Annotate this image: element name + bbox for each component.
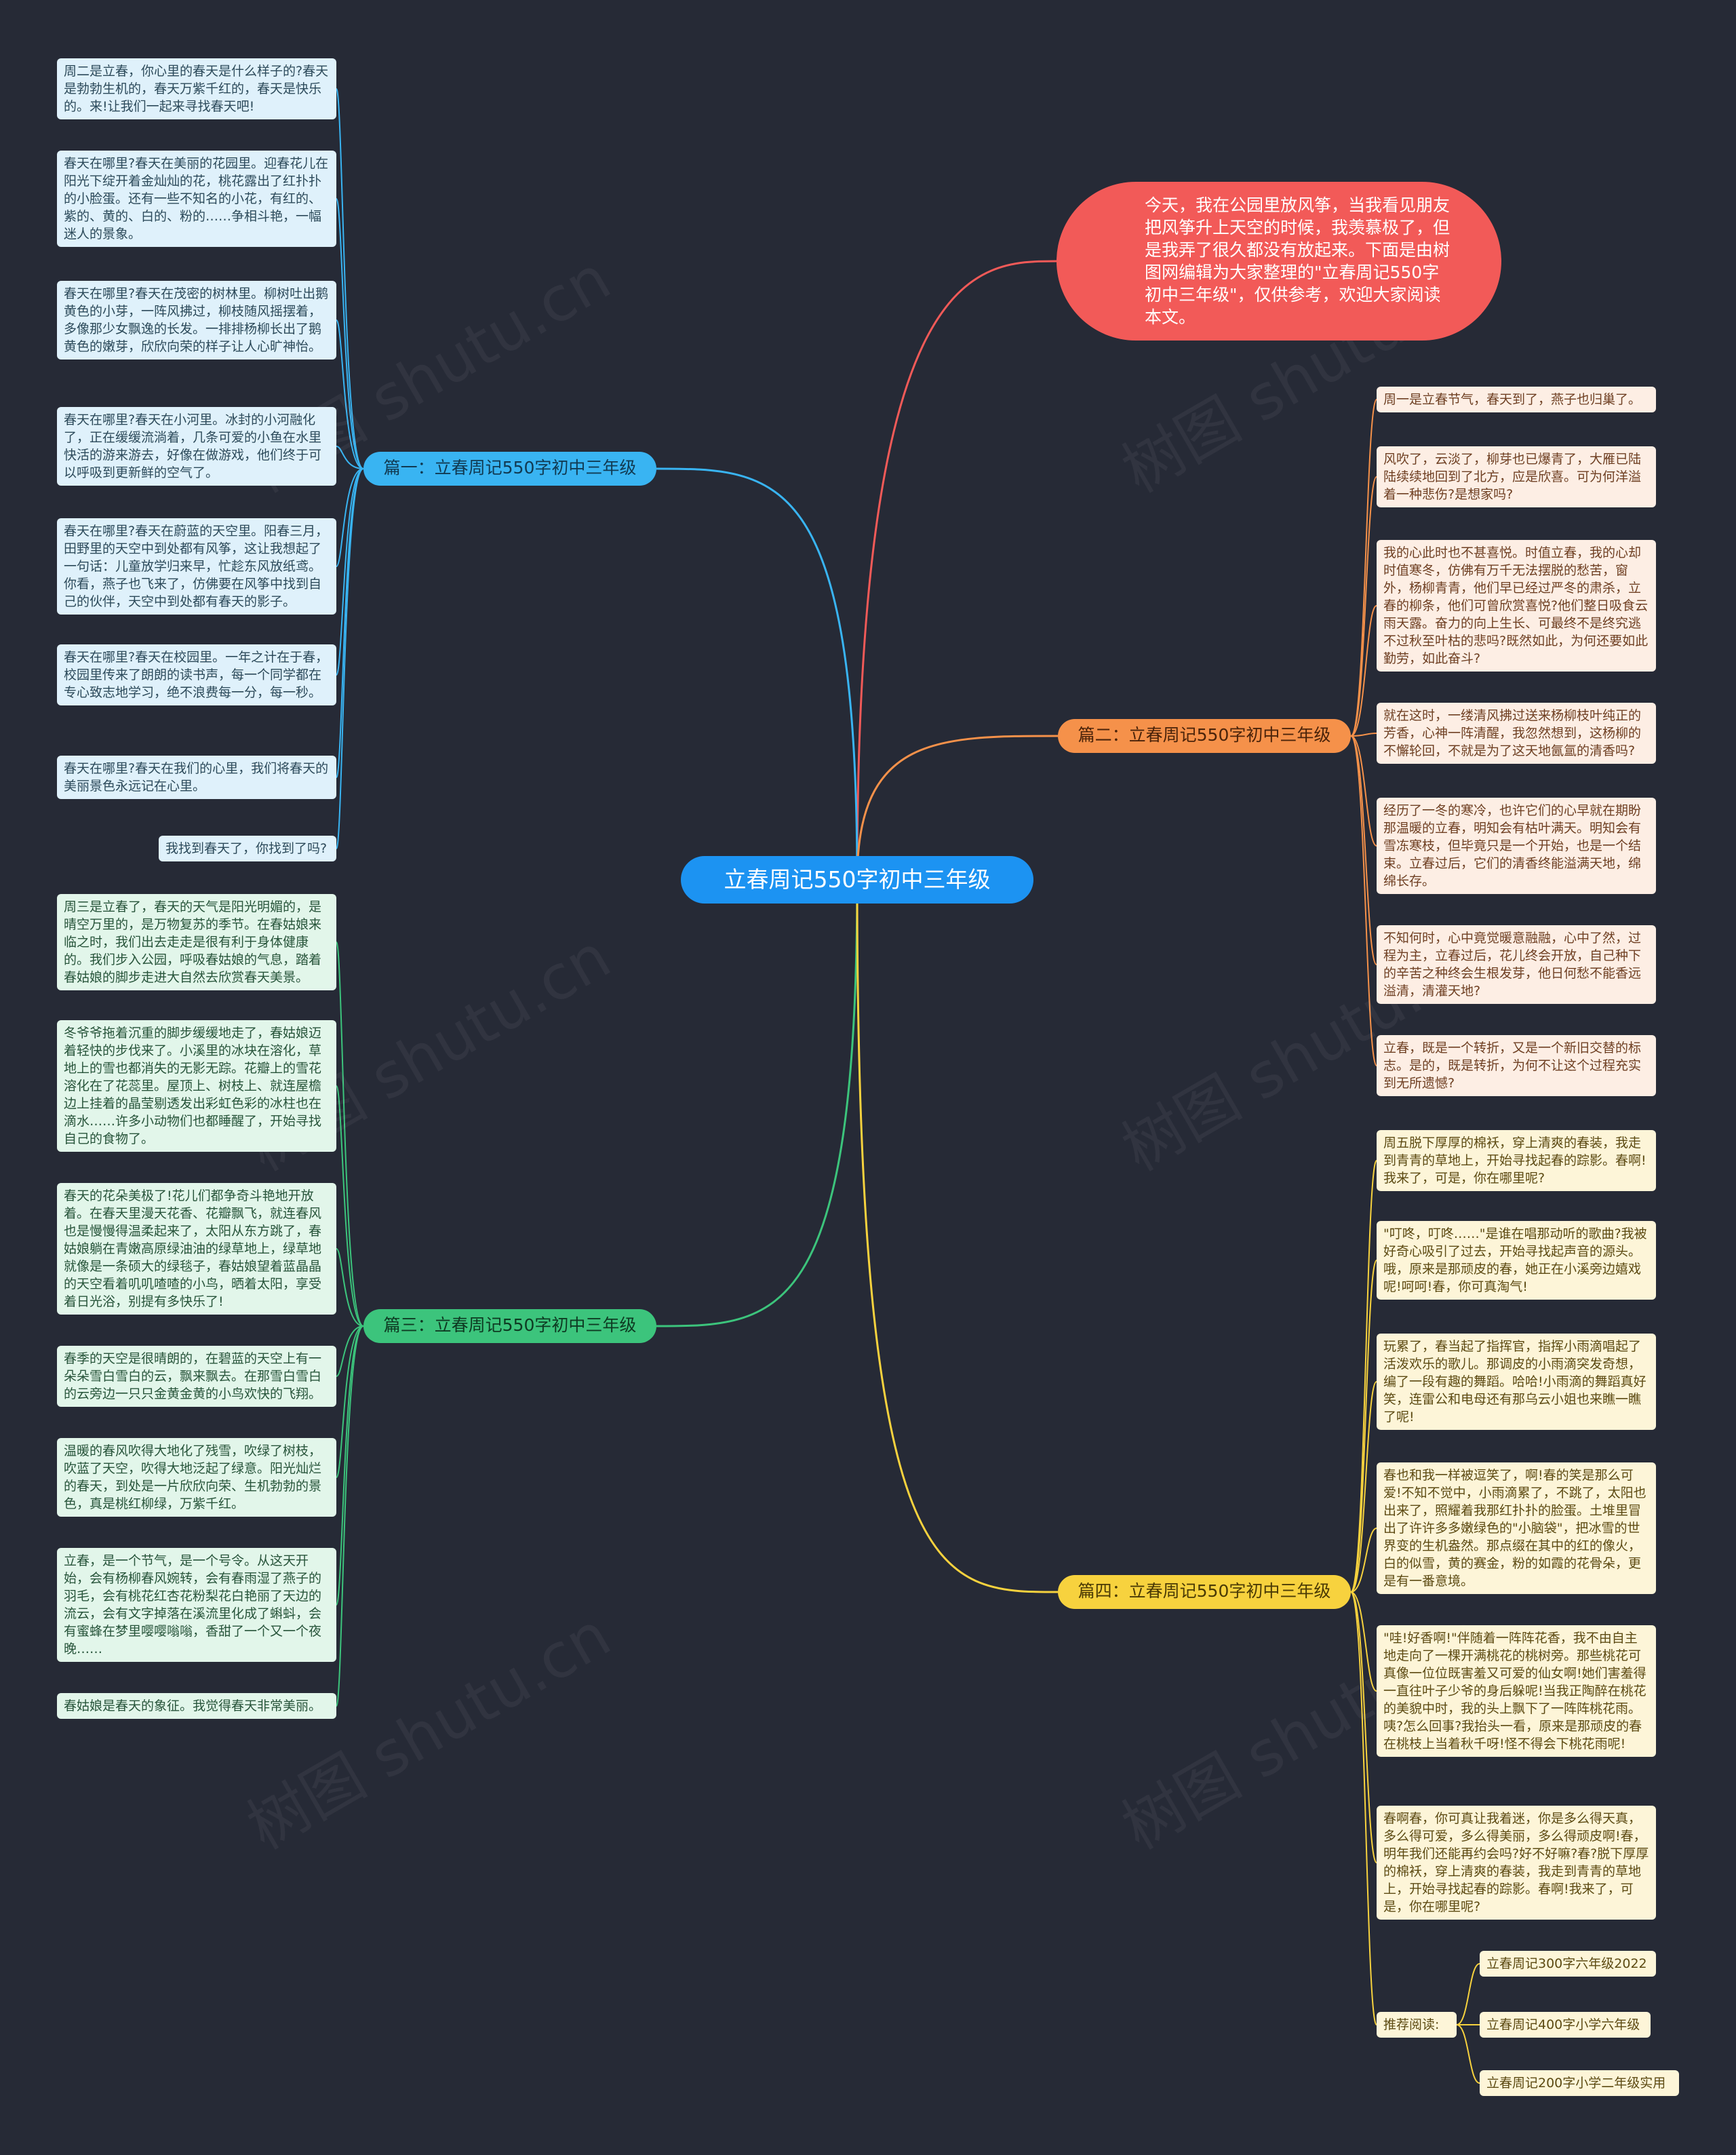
leaf-link [336, 1248, 364, 1327]
leaf-link [336, 1325, 364, 1707]
list-item: 不知何时，心中竟觉暖意融融，心中了然，过程为主，立春过后，花儿终会开放，自己种下… [1377, 925, 1656, 1004]
list-item: 春天在哪里?春天在美丽的花园里。迎春花儿在阳光下绽开着金灿灿的花，桃花露出了红扑… [57, 151, 336, 247]
root-link [656, 467, 859, 880]
intro-bubble[interactable]: 今天，我在公园里放风筝，当我看见朋友把风筝升上天空的时候，我羡慕极了，但是我弄了… [1057, 182, 1501, 341]
list-item: 春天在哪里?春天在蔚蓝的天空里。阳春三月，田野里的天空中到处都有风筝，这让我想起… [57, 518, 336, 615]
branch-4[interactable]: 篇四：立春周记550字初中三年级 [1058, 1575, 1351, 1609]
recommend-link[interactable]: 立春周记400字小学六年级 [1480, 2012, 1651, 2038]
list-item: 春天的花朵美极了!花儿们都争奇斗艳地开放着。在春天里漫天花香、花瓣飘飞，就连春风… [57, 1183, 336, 1315]
list-item: 冬爷爷拖着沉重的脚步缓缓地走了，春姑娘迈着轻快的步伐来了。小溪里的冰块在溶化，草… [57, 1020, 336, 1152]
leaf-link [336, 1325, 364, 1606]
leaf-link [1350, 1260, 1377, 1593]
root-link [856, 879, 1059, 1593]
list-item: 经历了一冬的寒冷，也许它们的心早就在期盼那温暖的立春，明知会有枯叶满天。明知会有… [1377, 798, 1656, 894]
list-item: "叮咚，叮咚……"是谁在唱那动听的歌曲?我被好奇心吸引了过去，开始寻找起声音的源… [1377, 1221, 1656, 1300]
leaf-link [336, 468, 364, 676]
list-item: 我的心此时也不甚喜悦。时值立春，我的心却时值寒冬，仿佛有万千无法摆脱的愁苦，窗外… [1377, 540, 1656, 672]
branch-1[interactable]: 篇一：立春周记550字初中三年级 [363, 452, 656, 486]
list-item: 春天在哪里?春天在我们的心里，我们将春天的美丽景色永远记在心里。 [57, 756, 336, 799]
leaf-link [1456, 1963, 1480, 2025]
list-item: 我找到春天了，你找到了吗? [159, 836, 336, 861]
root-link [856, 260, 1057, 880]
branch-2[interactable]: 篇二：立春周记550字初中三年级 [1058, 719, 1351, 753]
list-item: 周二是立春，你心里的春天是什么样子的?春天是勃勃生机的，春天万紫千红的，春天是快… [57, 58, 336, 119]
list-item: "哇!好香啊!"伴随着一阵阵花香，我不由自主地走向了一棵开满桃花的桃树旁。那些桃… [1377, 1625, 1656, 1757]
leaf-link [1350, 605, 1377, 737]
leaf-link [336, 468, 364, 849]
list-item: 周五脱下厚厚的棉袄，穿上清爽的春装，我走到青青的草地上，开始寻找起春的踪影。春啊… [1377, 1130, 1656, 1191]
recommend-label: 推荐阅读: [1377, 2012, 1457, 2038]
root-topic[interactable]: 立春周记550字初中三年级 [681, 856, 1033, 904]
leaf-link [336, 1325, 364, 1478]
list-item: 周一是立春节气，春天到了，燕子也归巢了。 [1377, 387, 1656, 412]
leaf-link [336, 446, 364, 469]
list-item: 就在这时，一缕清风拂过送来杨柳枝叶纯正的芳香，心神一阵清醒，我忽然想到，这杨柳的… [1377, 703, 1656, 764]
leaf-link [1350, 735, 1377, 965]
leaf-link [1350, 735, 1377, 847]
root-link [656, 879, 859, 1327]
recommend-link[interactable]: 立春周记300字六年级2022 [1480, 1951, 1656, 1977]
list-item: 玩累了，春当起了指挥官，指挥小雨滴唱起了活泼欢乐的歌儿。那调皮的小雨滴突发奇想，… [1377, 1334, 1656, 1430]
leaf-link [1350, 1381, 1377, 1593]
leaf-link [1350, 399, 1377, 737]
leaf-link [336, 468, 364, 778]
leaf-link [1350, 1591, 1377, 1863]
leaf-link [336, 468, 364, 567]
leaf-link [336, 319, 364, 469]
list-item: 春天在哪里?春天在小河里。冰封的小河融化了，正在缓缓流淌着，几条可爱的小鱼在水里… [57, 407, 336, 486]
list-item: 春啊春，你可真让我着迷，你是多么得天真，多么得可爱，多么得美丽，多么得顽皮啊!春… [1377, 1806, 1656, 1920]
leaf-link [1350, 735, 1377, 1066]
leaf-link [336, 1325, 364, 1377]
list-item: 周三是立春了，春天的天气是阳光明媚的，是晴空万里的，是万物复苏的季节。在春姑娘来… [57, 894, 336, 990]
list-item: 春姑娘是春天的象征。我觉得春天非常美丽。 [57, 1693, 336, 1719]
branch-3[interactable]: 篇三：立春周记550字初中三年级 [363, 1309, 656, 1343]
list-item: 春天在哪里?春天在茂密的树林里。柳树吐出鹅黄色的小芽，一阵风拂过，柳枝随风摇摆着… [57, 281, 336, 360]
recommend-link[interactable]: 立春周记200字小学二年级实用 [1480, 2070, 1679, 2096]
leaf-link [1456, 2024, 1480, 2084]
leaf-link [336, 941, 364, 1327]
leaf-link [1350, 1160, 1377, 1593]
leaf-link [1350, 733, 1377, 737]
leaf-link [1350, 1591, 1377, 2025]
list-item: 春也和我一样被逗笑了，啊!春的笑是那么可爱!不知不觉中，小雨滴累了，不跳了，太阳… [1377, 1462, 1656, 1594]
list-item: 春季的天空是很晴朗的，在碧蓝的天空上有一朵朵雪白雪白的云，飘来飘去。在那雪白雪白… [57, 1346, 336, 1407]
list-item: 春天在哪里?春天在校园里。一年之计在于春，校园里传来了朗朗的读书声，每一个同学都… [57, 644, 336, 705]
leaf-link [1350, 1591, 1377, 1692]
leaf-link [336, 198, 364, 469]
leaf-link [336, 1085, 364, 1327]
list-item: 风吹了，云淡了，柳芽也已爆青了，大雁已陆陆续续地回到了北方，应是欣喜。可为何洋溢… [1377, 446, 1656, 507]
leaf-link [336, 88, 364, 469]
list-item: 立春，既是一个转折，又是一个新旧交替的标志。是的，既是转折，为何不让这个过程充实… [1377, 1035, 1656, 1096]
root-link [856, 735, 1059, 880]
list-item: 立春，是一个节气，是一个号令。从这天开始，会有杨柳春风婉转，会有春雨湿了燕子的羽… [57, 1548, 336, 1662]
list-item: 温暖的春风吹得大地化了残雪，吹绿了树枝，吹蓝了天空，吹得大地泛起了绿意。阳光灿烂… [57, 1438, 336, 1517]
leaf-link [1350, 476, 1377, 737]
leaf-link [1350, 1528, 1377, 1593]
